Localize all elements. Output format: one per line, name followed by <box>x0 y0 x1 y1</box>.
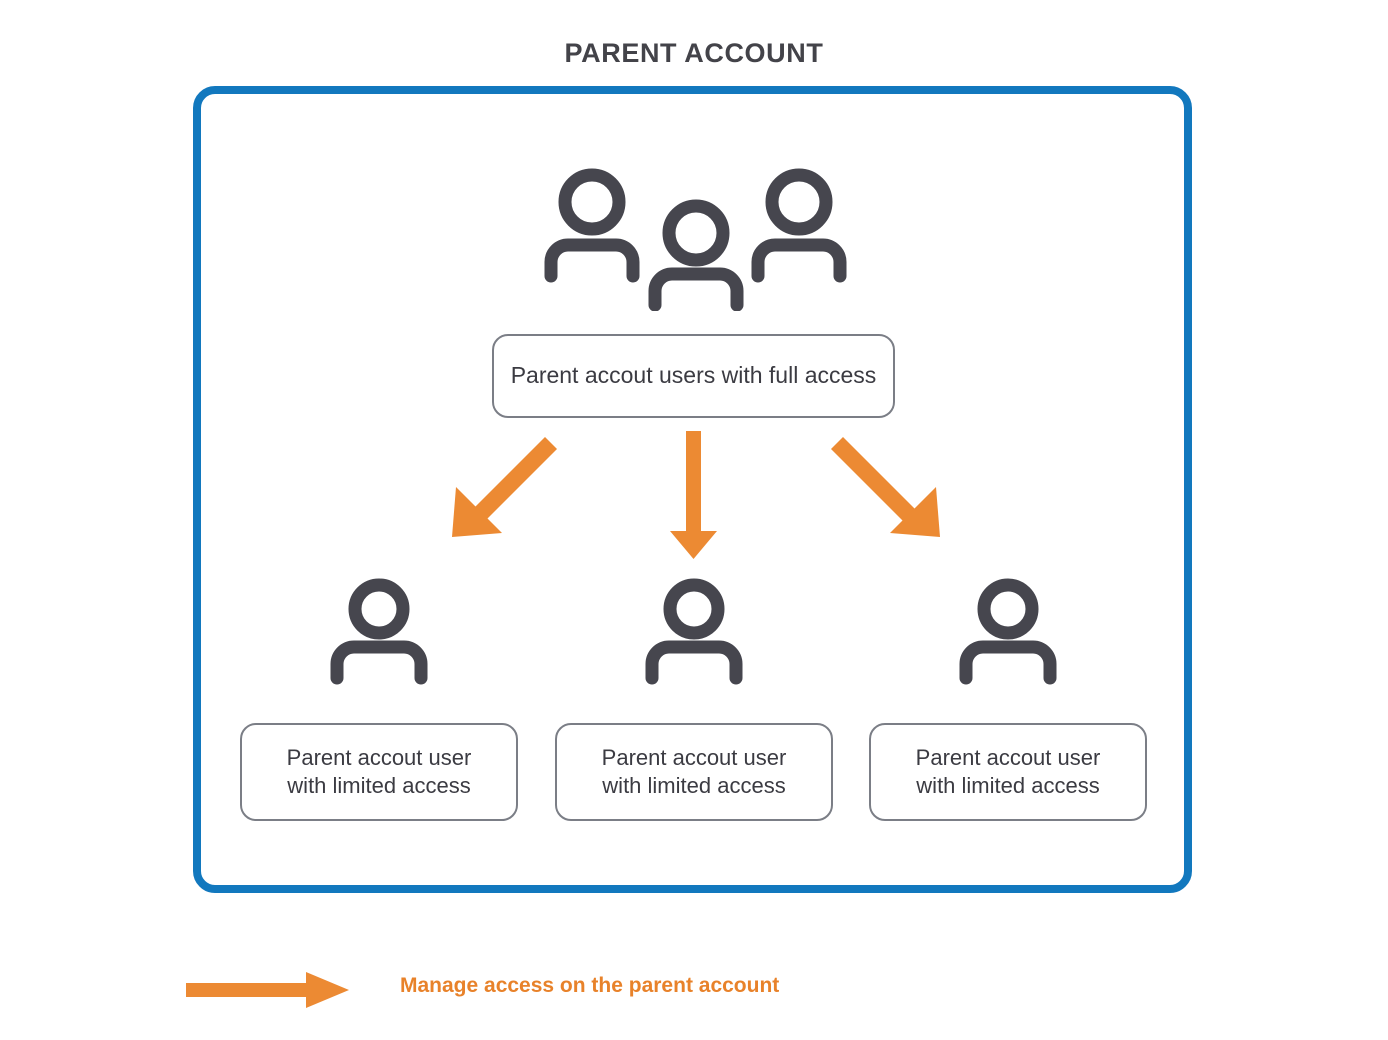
limited-access-line-1: Parent accout user <box>601 744 787 770</box>
limited-access-line-1: Parent accout user <box>286 744 472 770</box>
page-title: PARENT ACCOUNT <box>564 38 824 68</box>
limited-access-line-2: with limited access <box>287 773 471 798</box>
legend-label: Manage access on the parent account <box>400 974 780 997</box>
limited-access-line-1: Parent accout user <box>915 744 1101 770</box>
right-arrow-icon <box>186 968 351 1012</box>
limited-access-label-box: Parent accout user with limited access <box>869 723 1147 821</box>
limited-access-label-box: Parent accout user with limited access <box>555 723 833 821</box>
full-access-label-box: Parent accout users with full access <box>492 334 895 418</box>
full-access-label-text: Parent accout users with full access <box>510 362 877 389</box>
legend: Manage access on the parent account <box>186 962 1086 1022</box>
limited-access-line-2: with limited access <box>602 773 786 798</box>
limited-access-line-2: with limited access <box>916 773 1100 798</box>
limited-access-label-text: Parent accout user with limited access <box>916 744 1101 800</box>
person-icon <box>323 578 435 688</box>
limited-access-label-text: Parent accout user with limited access <box>287 744 472 800</box>
limited-access-label-box: Parent accout user with limited access <box>240 723 518 821</box>
people-group-icon <box>537 163 855 312</box>
person-icon <box>952 578 1064 688</box>
limited-access-label-text: Parent accout user with limited access <box>602 744 787 800</box>
person-icon <box>638 578 750 688</box>
